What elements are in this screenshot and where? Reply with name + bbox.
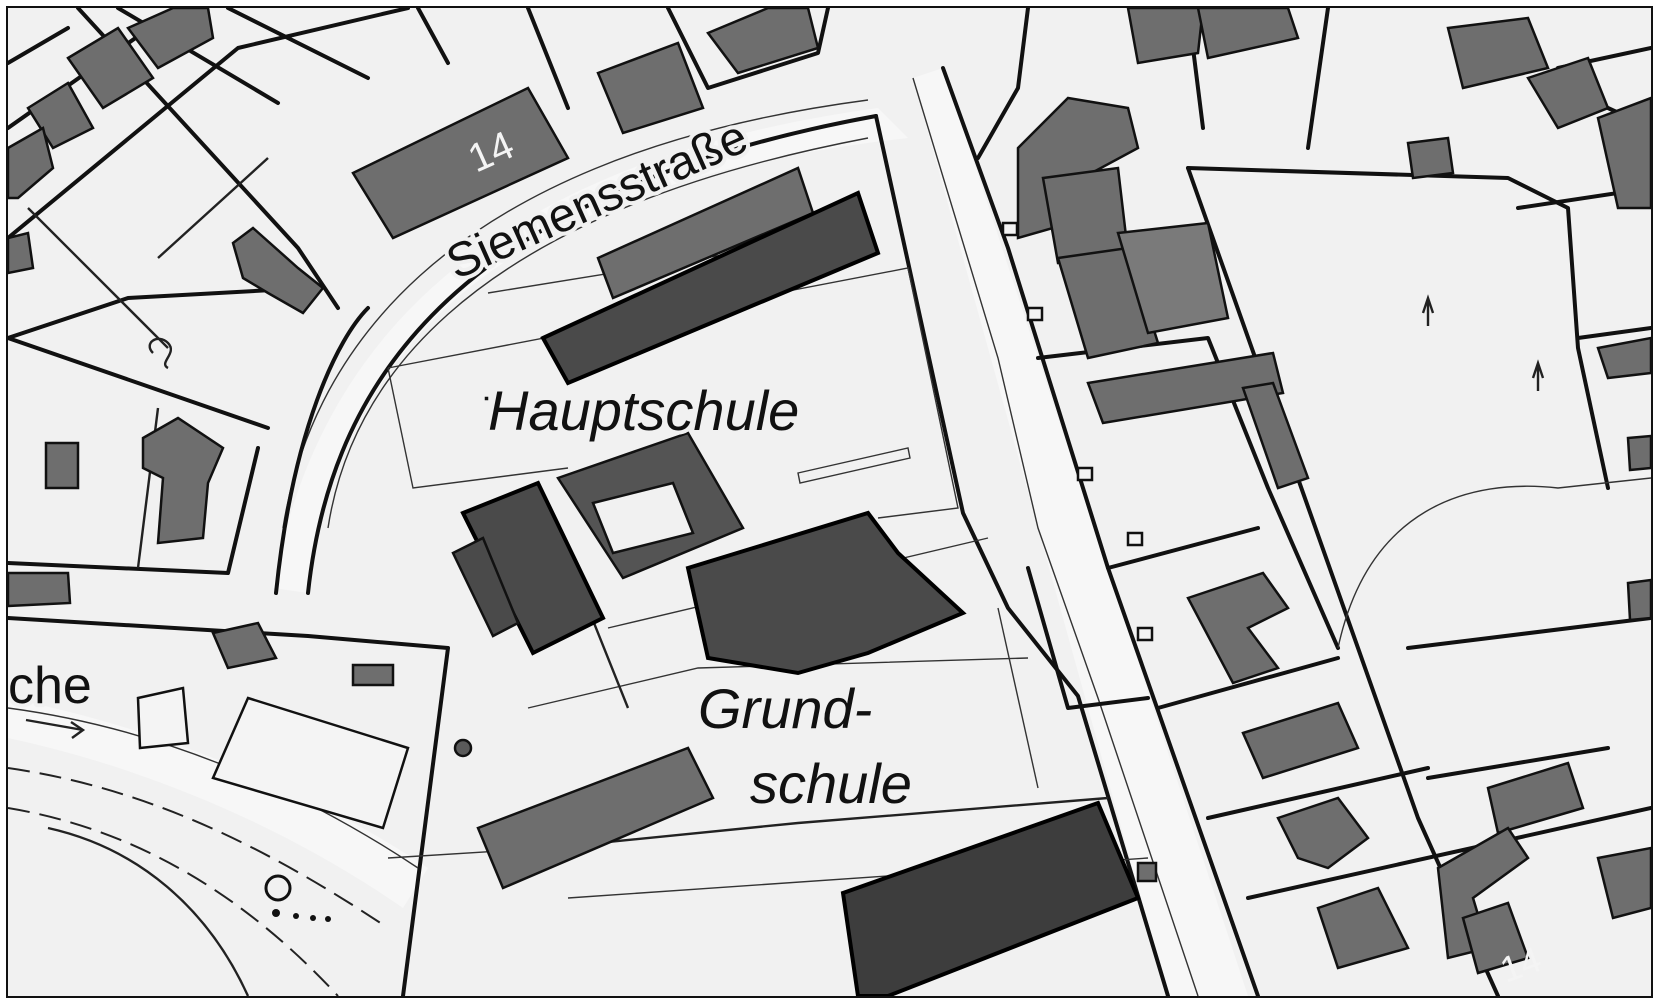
school-label-hauptschule: Hauptschule bbox=[488, 379, 799, 442]
tree-symbol-icon bbox=[1531, 359, 1545, 391]
hook-symbol bbox=[148, 337, 173, 370]
street-label-fragment: che bbox=[8, 657, 92, 715]
map-canvas: Siemensstraße Hauptschule Grund- schule … bbox=[8, 8, 1651, 996]
school-label-grundschule-line1: Grund- bbox=[698, 677, 872, 740]
school-label-grundschule-line2: schule bbox=[750, 752, 912, 815]
map-symbols bbox=[25, 294, 1545, 922]
buildings bbox=[8, 8, 1651, 996]
feature-marker-icon bbox=[264, 874, 331, 922]
hatched-feature bbox=[797, 447, 911, 484]
direction-arrow-icon bbox=[25, 718, 86, 739]
parcel-lines bbox=[8, 8, 1651, 996]
tree-symbol-icon bbox=[1421, 294, 1435, 326]
map-viewport[interactable]: Siemensstraße Hauptschule Grund- schule … bbox=[6, 6, 1653, 998]
